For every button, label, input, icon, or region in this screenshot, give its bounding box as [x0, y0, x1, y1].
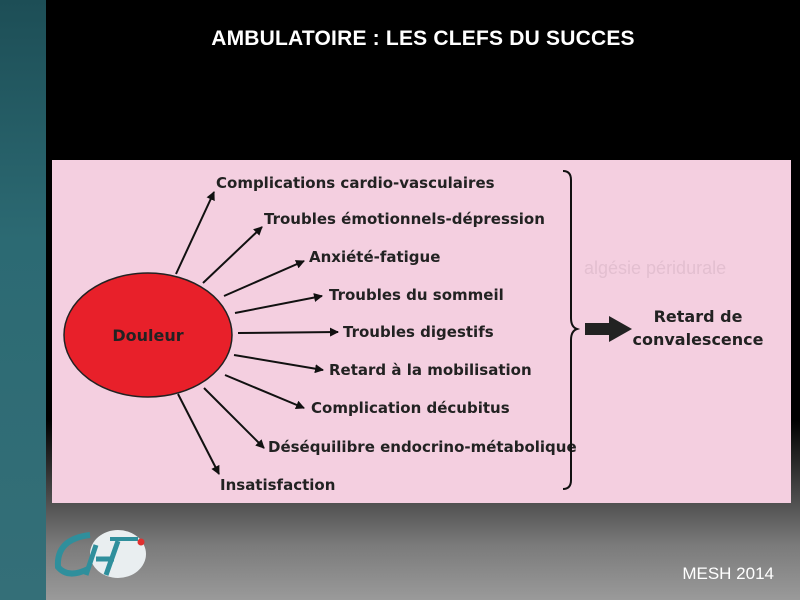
effect-label: Déséquilibre endocrino-métabolique: [268, 438, 577, 456]
footer-label: MESH 2014: [682, 564, 774, 583]
effect-label: Complications cardio-vasculaires: [216, 174, 495, 192]
grouping-brace: [562, 170, 581, 490]
arrow-2: [202, 226, 263, 284]
arrow-6: [233, 354, 324, 374]
effect-label: Troubles digestifs: [343, 323, 494, 341]
result-line-2: convalescence: [632, 330, 763, 349]
effect-label: Retard à la mobilisation: [329, 361, 532, 379]
side-strip: [0, 0, 46, 600]
result-arrow: [585, 316, 632, 342]
arrow-4: [234, 293, 323, 314]
effect-label: Troubles émotionnels-dépression: [264, 210, 545, 228]
arrow-3: [223, 260, 305, 297]
center-label: Douleur: [112, 326, 183, 345]
arrow-1: [175, 191, 215, 275]
result-line-1: Retard de: [654, 307, 743, 326]
effect-label: Insatisfaction: [220, 476, 335, 494]
arrow-9: [177, 393, 220, 475]
effect-label: Complication décubitus: [311, 399, 510, 417]
arrow-8: [203, 387, 265, 449]
douleur-ellipse: [63, 272, 233, 398]
diagram-panel: algésie péridurale: [52, 160, 791, 503]
slide-title: AMBULATOIRE : LES CLEFS DU SUCCES: [211, 27, 635, 50]
effect-label: Anxiété-fatigue: [309, 248, 440, 266]
ch-logo-icon: [54, 530, 146, 578]
effect-label: Troubles du sommeil: [329, 286, 504, 304]
arrow-5: [237, 327, 339, 337]
arrow-7: [224, 374, 305, 410]
ghost-text: algésie péridurale: [584, 258, 727, 278]
